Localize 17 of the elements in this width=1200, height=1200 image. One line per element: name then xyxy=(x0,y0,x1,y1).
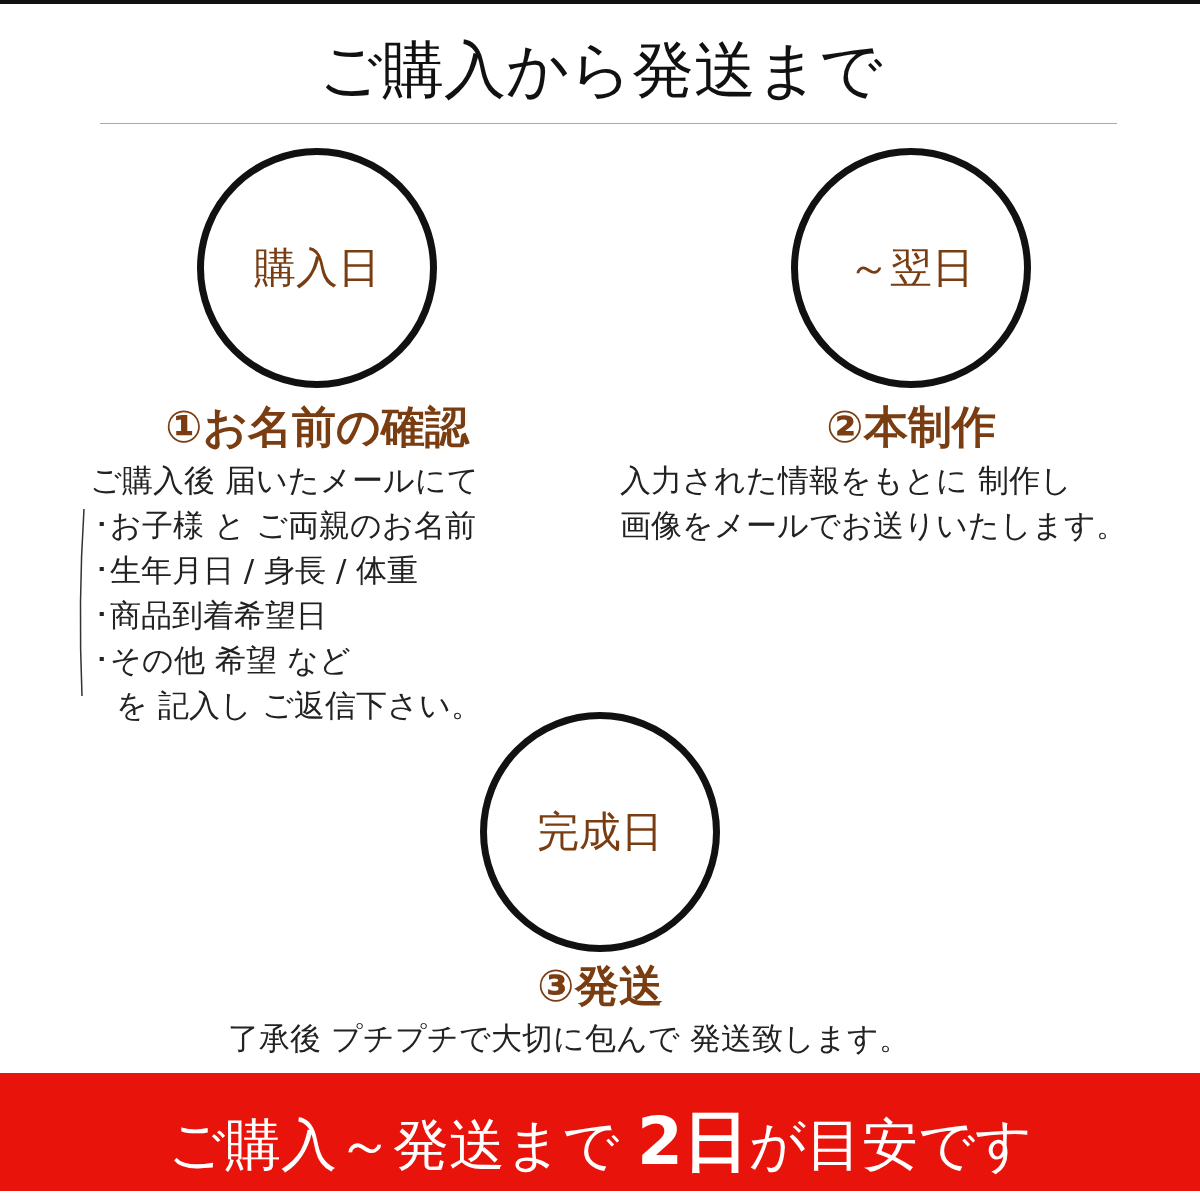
step-label: ～翌日 xyxy=(848,242,974,294)
body-text: ･商品到着希望日 xyxy=(94,596,327,635)
banner-text: ご購入～発送まで 2日が目安です xyxy=(167,1102,1033,1182)
title: ご購入から発送まで xyxy=(317,32,883,108)
body-text: ･生年月日 / 身長 / 体重 xyxy=(94,551,419,590)
step-heading: ③発送 xyxy=(537,959,663,1013)
body-text: を 記入し ご返信下さい。 xyxy=(116,686,482,725)
step-label: 購入日 xyxy=(254,242,380,294)
body-text: ･お子様 と ご両親のお名前 xyxy=(94,506,476,545)
step-heading: ②本制作 xyxy=(826,400,996,454)
body-text: 画像をメールでお送りいたします。 xyxy=(620,506,1127,545)
step-label: 完成日 xyxy=(537,806,663,858)
body-text: 了承後 プチプチで大切に包んで 発送致します。 xyxy=(228,1019,910,1058)
body-text: ･その他 希望 など xyxy=(94,641,351,680)
body-text: ご購入後 届いたメールにて xyxy=(90,461,479,500)
body-text: 入力された情報をもとに 制作し xyxy=(620,461,1072,500)
step-heading: ①お名前の確認 xyxy=(165,400,469,454)
